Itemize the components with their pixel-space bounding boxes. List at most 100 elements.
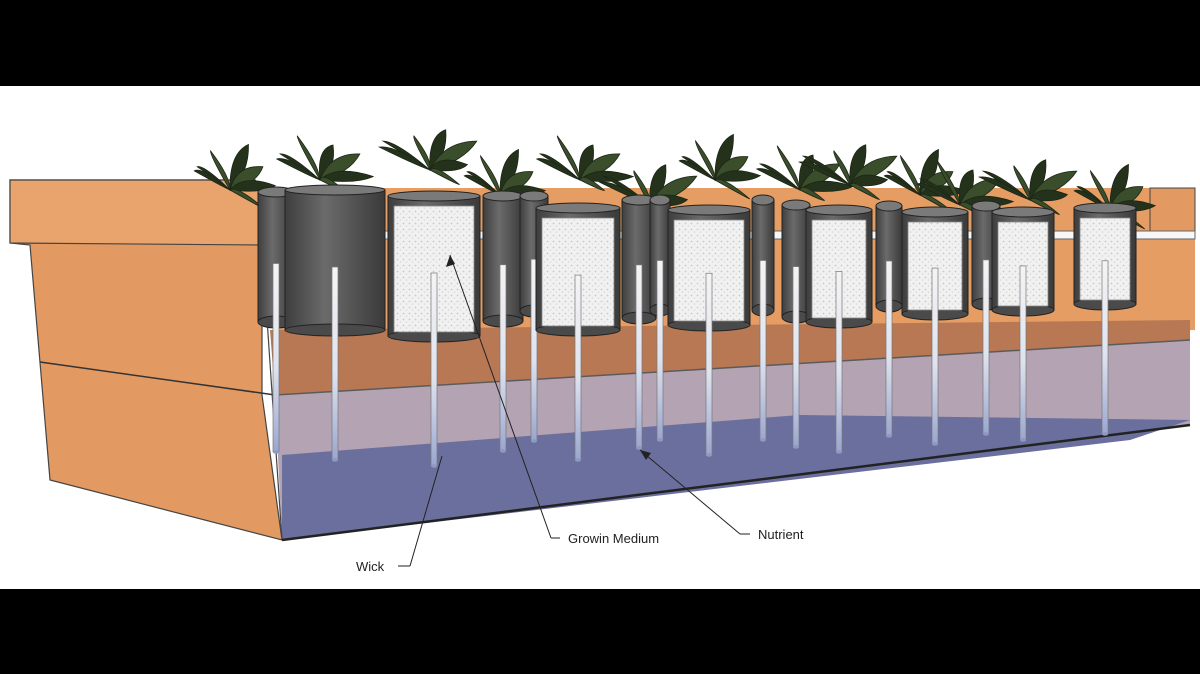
- pot-rim: [535, 202, 621, 214]
- wick: [574, 274, 582, 461]
- leaf: [296, 135, 321, 181]
- plants: [193, 129, 1157, 230]
- growing-medium-label: Growin Medium: [568, 531, 659, 546]
- leaf: [1090, 169, 1111, 212]
- leaf: [714, 170, 762, 182]
- wick-tip: [836, 450, 842, 454]
- wick-tip: [273, 450, 279, 454]
- wick-tip: [657, 438, 663, 442]
- wick-tip: [531, 439, 537, 443]
- wick-label: Wick: [356, 559, 385, 574]
- plant: [535, 135, 635, 191]
- leaf: [429, 168, 460, 186]
- nutrient-liquid: [282, 415, 1190, 540]
- planter-rim-left: [9, 179, 263, 246]
- leaf: [429, 159, 469, 172]
- wick-tip: [500, 449, 506, 453]
- wick-callout-line: [409, 455, 443, 567]
- wick: [331, 266, 339, 461]
- leaf: [849, 174, 889, 187]
- wick-tip: [431, 464, 437, 468]
- growing-medium-pot: [991, 206, 1055, 442]
- nutrient-label: Nutrient: [758, 527, 804, 542]
- planter-divider-line: [39, 361, 276, 396]
- leaf: [714, 178, 750, 200]
- wick: [792, 266, 800, 448]
- leaf: [755, 168, 801, 191]
- wick-tip: [636, 446, 642, 450]
- nutrient-callout-line: [639, 449, 741, 535]
- plant: [755, 145, 855, 201]
- planter-bottom-edge: [281, 423, 1191, 542]
- plant-pot: [284, 184, 386, 462]
- plant-pot: [751, 194, 775, 442]
- wick: [835, 271, 843, 453]
- wick-tip: [332, 458, 338, 462]
- leaf: [579, 176, 606, 191]
- plant: [678, 133, 762, 200]
- pot-rim: [805, 204, 873, 216]
- wick: [759, 260, 767, 441]
- growing-medium-pot: [805, 204, 873, 454]
- plant: [797, 144, 898, 201]
- growing-medium-pot: [1073, 202, 1137, 436]
- wick-tip: [886, 434, 892, 438]
- wick: [705, 272, 713, 456]
- wick: [931, 267, 939, 445]
- pot-rim: [649, 194, 671, 206]
- pots: [257, 184, 1137, 468]
- leaf: [900, 154, 921, 197]
- leaf: [678, 159, 716, 181]
- leaf: [977, 176, 1031, 201]
- wick: [499, 264, 507, 452]
- leaf: [776, 145, 801, 191]
- planter-rim-right: [1149, 187, 1196, 237]
- letterbox-top: [0, 0, 1200, 86]
- pot-rim: [875, 200, 903, 212]
- leaf: [193, 169, 231, 191]
- plant: [275, 135, 375, 191]
- wick: [272, 263, 280, 453]
- leaf: [210, 149, 231, 192]
- pot-rim: [751, 194, 775, 206]
- pot-rim: [991, 206, 1055, 218]
- wick: [1101, 260, 1109, 435]
- growing-medium-pot: [667, 204, 751, 457]
- wick-tip: [1102, 432, 1108, 436]
- leaf: [275, 158, 321, 181]
- pot-rim: [284, 184, 386, 196]
- nutrient-callout-arrow: [640, 450, 651, 460]
- wick-tip: [760, 438, 766, 442]
- leaf: [535, 158, 581, 181]
- pot-rim: [482, 190, 524, 202]
- pot-rim: [667, 204, 751, 216]
- growing-medium-pot: [387, 190, 481, 468]
- wick-tip: [983, 432, 989, 436]
- leaf: [883, 174, 921, 196]
- plant: [377, 129, 478, 186]
- pot-rim: [901, 206, 969, 218]
- plant: [193, 143, 277, 210]
- plant-pot: [781, 199, 811, 449]
- letterbox-bottom: [0, 589, 1200, 674]
- leaf: [319, 170, 375, 182]
- wick: [635, 264, 643, 449]
- pot-rim: [519, 190, 549, 202]
- wick: [885, 260, 893, 437]
- wick: [982, 259, 990, 435]
- wick-tip: [706, 453, 712, 457]
- leaf: [480, 154, 501, 197]
- wick-tip: [1020, 438, 1026, 442]
- medium-callout-line: [449, 254, 552, 539]
- wick: [1019, 265, 1027, 441]
- plant-pot: [875, 200, 903, 438]
- leaf: [797, 161, 851, 186]
- plant-pot: [649, 194, 671, 442]
- growing-medium-pot: [901, 206, 969, 446]
- pot-rim: [387, 190, 481, 202]
- wick-tip: [575, 458, 581, 462]
- plant-pot: [482, 190, 524, 453]
- medium-callout-arrow: [446, 255, 455, 267]
